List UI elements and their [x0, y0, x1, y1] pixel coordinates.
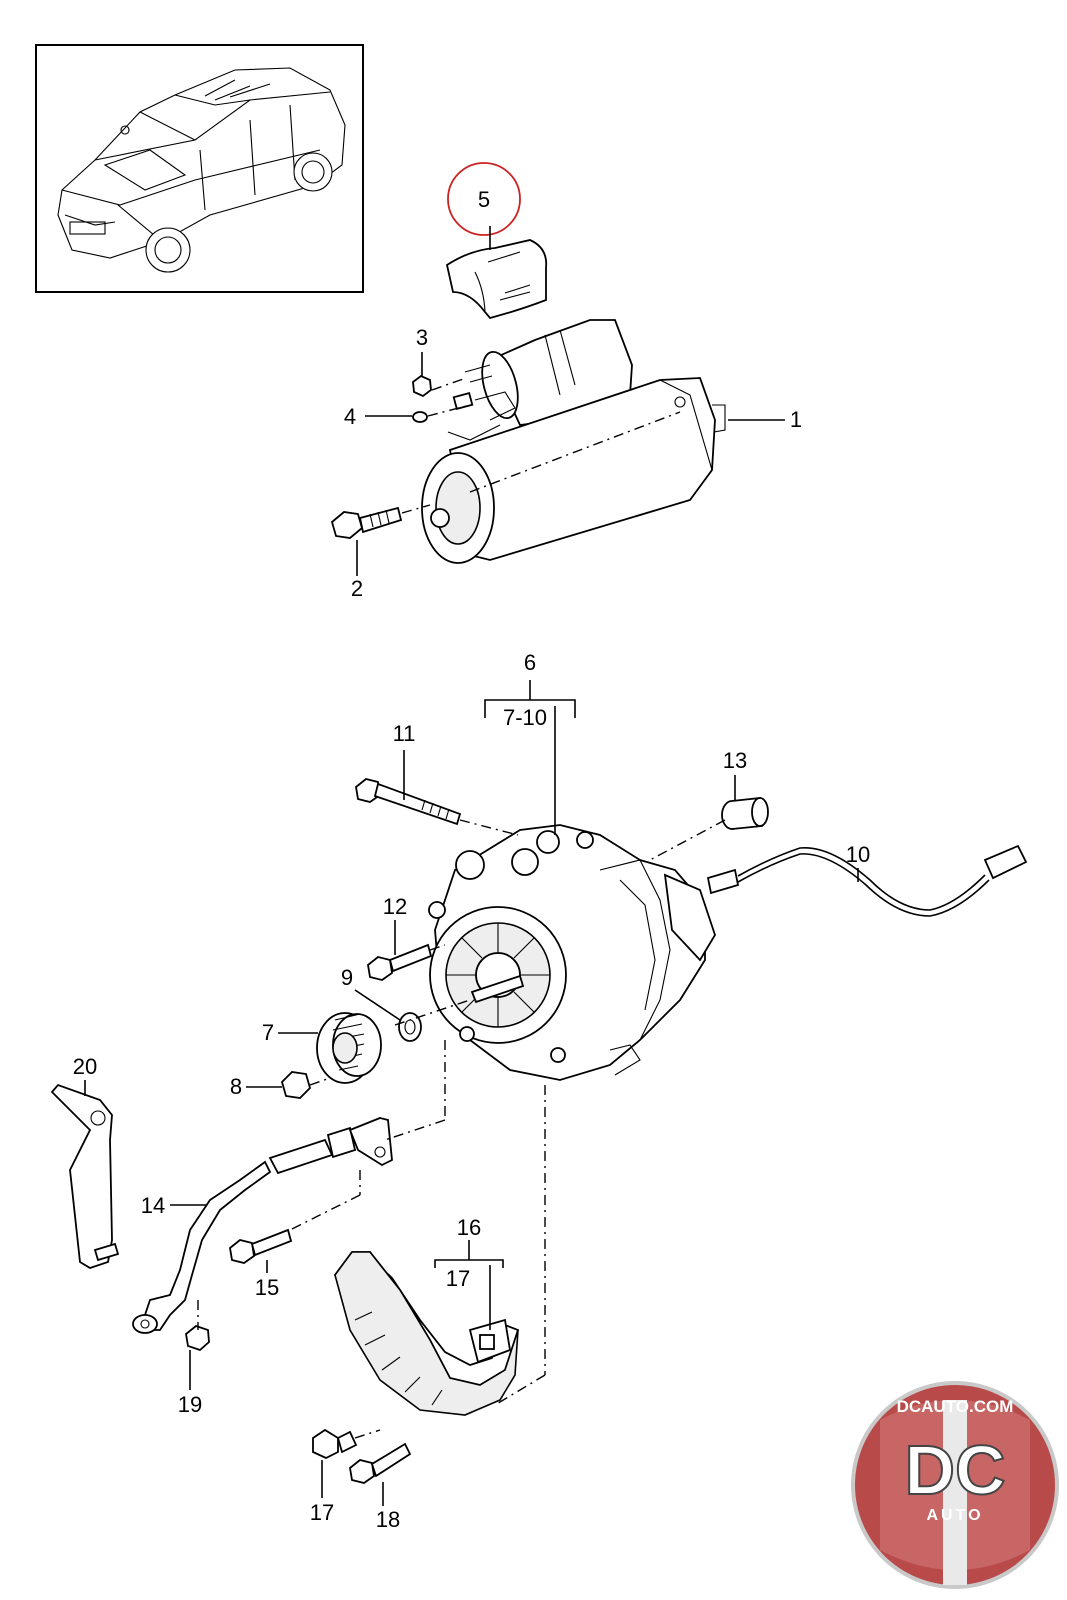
suv-car-icon	[57, 67, 346, 273]
vehicle-thumbnail	[35, 44, 364, 293]
callout-16-sub: 17	[446, 1266, 470, 1291]
callout-18: 18	[376, 1507, 400, 1532]
callout-13: 13	[723, 748, 747, 773]
starter-motor	[421, 319, 726, 564]
dcauto-logo: DCAUTO.COM DC AUTO	[851, 1381, 1059, 1589]
washer-part-9	[398, 1012, 422, 1042]
callout-15: 15	[255, 1275, 279, 1300]
callout-9: 9	[341, 965, 353, 990]
cover-part-16	[333, 1251, 520, 1416]
callout-8: 8	[230, 1074, 242, 1099]
cable-part-14	[132, 1117, 393, 1334]
nut-part-3	[412, 374, 432, 398]
callout-1: 1	[790, 407, 802, 432]
bolt-part-18	[349, 1442, 412, 1484]
wire-harness-part-10	[706, 844, 1028, 917]
callout-4: 4	[344, 404, 356, 429]
nut-part-19	[185, 1324, 210, 1352]
bolt-part-2	[330, 506, 403, 539]
callout-19: 19	[178, 1392, 202, 1417]
alternator	[428, 824, 716, 1081]
nut-part-8	[280, 1071, 312, 1099]
callout-20: 20	[73, 1054, 97, 1079]
callout-2: 2	[351, 576, 363, 601]
callout-7: 7	[262, 1020, 274, 1045]
callout-11: 11	[393, 721, 416, 746]
callout-14: 14	[141, 1193, 165, 1218]
bolt-part-12	[367, 943, 433, 981]
callout-12: 12	[383, 894, 407, 919]
heat-shield-part	[445, 239, 548, 320]
bolt-part-15	[229, 1228, 293, 1264]
logo-big-text: DC	[904, 1431, 1005, 1509]
bolt-part-11	[355, 778, 462, 826]
callout-3: 3	[416, 325, 428, 350]
callout-6: 6	[524, 650, 536, 675]
highlight-circle	[447, 162, 521, 236]
callout-6-range: 7-10	[503, 705, 547, 730]
callout-17: 17	[310, 1500, 334, 1525]
callout-16: 16	[457, 1215, 481, 1240]
callout-10: 10	[846, 842, 870, 867]
callout-5: 5	[478, 187, 490, 212]
logo-small-text: AUTO	[926, 1507, 983, 1524]
washer-part-4	[412, 411, 428, 423]
pulley-part-7	[316, 1012, 382, 1084]
clip-part-17	[312, 1428, 358, 1459]
bracket-part-20	[50, 1083, 113, 1269]
sleeve-part-13	[721, 797, 769, 830]
logo-top-text: DCAUTO.COM	[897, 1397, 1014, 1416]
